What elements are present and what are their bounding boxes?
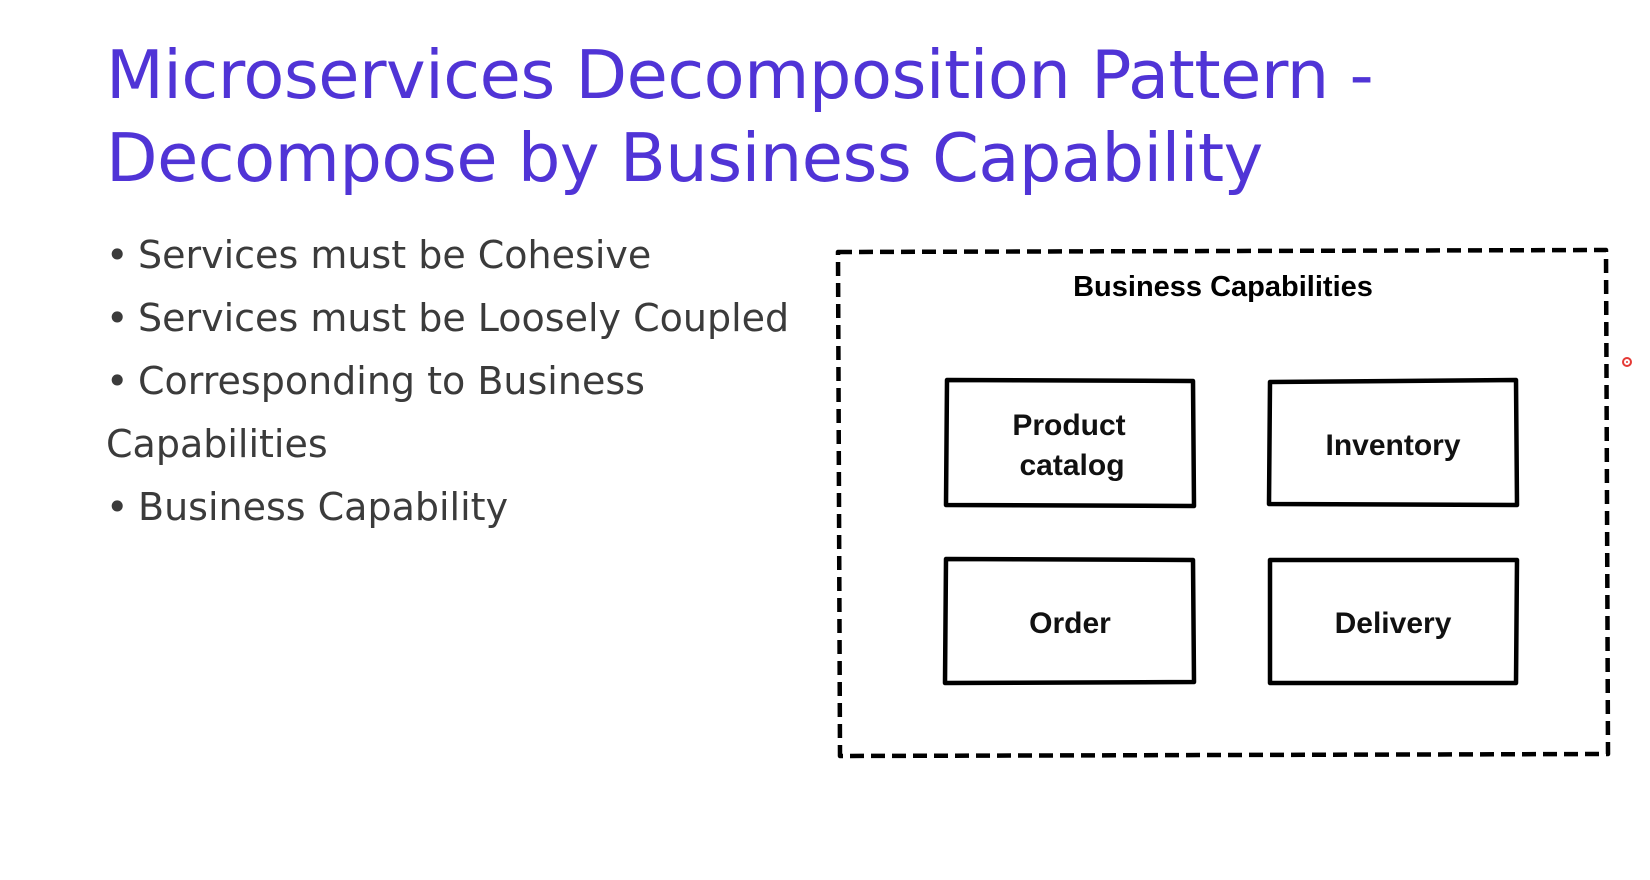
- capability-box-delivery: Delivery: [1267, 557, 1520, 686]
- business-capabilities-diagram: Business Capabilities Product catalog In…: [835, 247, 1611, 759]
- capability-label: Inventory: [1325, 429, 1460, 462]
- laser-pointer-icon: [1622, 357, 1632, 367]
- bullet-text: Corresponding to Business: [138, 359, 645, 403]
- diagram-title: Business Capabilities: [1073, 271, 1373, 303]
- bullet-continuation-text: Capabilities: [106, 422, 328, 466]
- slide-title: Microservices Decomposition Pattern - De…: [106, 34, 1606, 200]
- bullet-dot: •: [106, 296, 129, 340]
- bullet-dot: •: [106, 233, 129, 277]
- bullet-item: •Corresponding to Business: [106, 350, 826, 413]
- bullet-list: •Services must be Cohesive •Services mus…: [106, 224, 826, 539]
- bullet-dot: •: [106, 485, 129, 529]
- capabilities-boundary: [835, 247, 1611, 759]
- bullet-text: Business Capability: [138, 485, 509, 529]
- capability-box-product-catalog: Product catalog: [943, 377, 1197, 509]
- capability-box-inventory: Inventory: [1266, 377, 1520, 508]
- capability-label-line-1: Product: [1012, 409, 1125, 442]
- bullet-text: Services must be Loosely Coupled: [138, 296, 790, 340]
- capability-label: Order: [1029, 607, 1111, 640]
- bullet-dot: •: [106, 359, 129, 403]
- slide-title-line-1: Microservices Decomposition Pattern -: [106, 36, 1374, 114]
- bullet-item: •Services must be Loosely Coupled: [106, 287, 826, 350]
- bullet-item: •Services must be Cohesive: [106, 224, 826, 287]
- capability-label: Delivery: [1335, 607, 1452, 640]
- bullet-text: Services must be Cohesive: [138, 233, 652, 277]
- bullet-continuation: Capabilities: [106, 413, 826, 476]
- slide-title-line-2: Decompose by Business Capability: [106, 119, 1263, 197]
- capability-box-order: Order: [942, 556, 1197, 686]
- capability-label-line-2: catalog: [1019, 449, 1124, 482]
- bullet-item: •Business Capability: [106, 476, 826, 539]
